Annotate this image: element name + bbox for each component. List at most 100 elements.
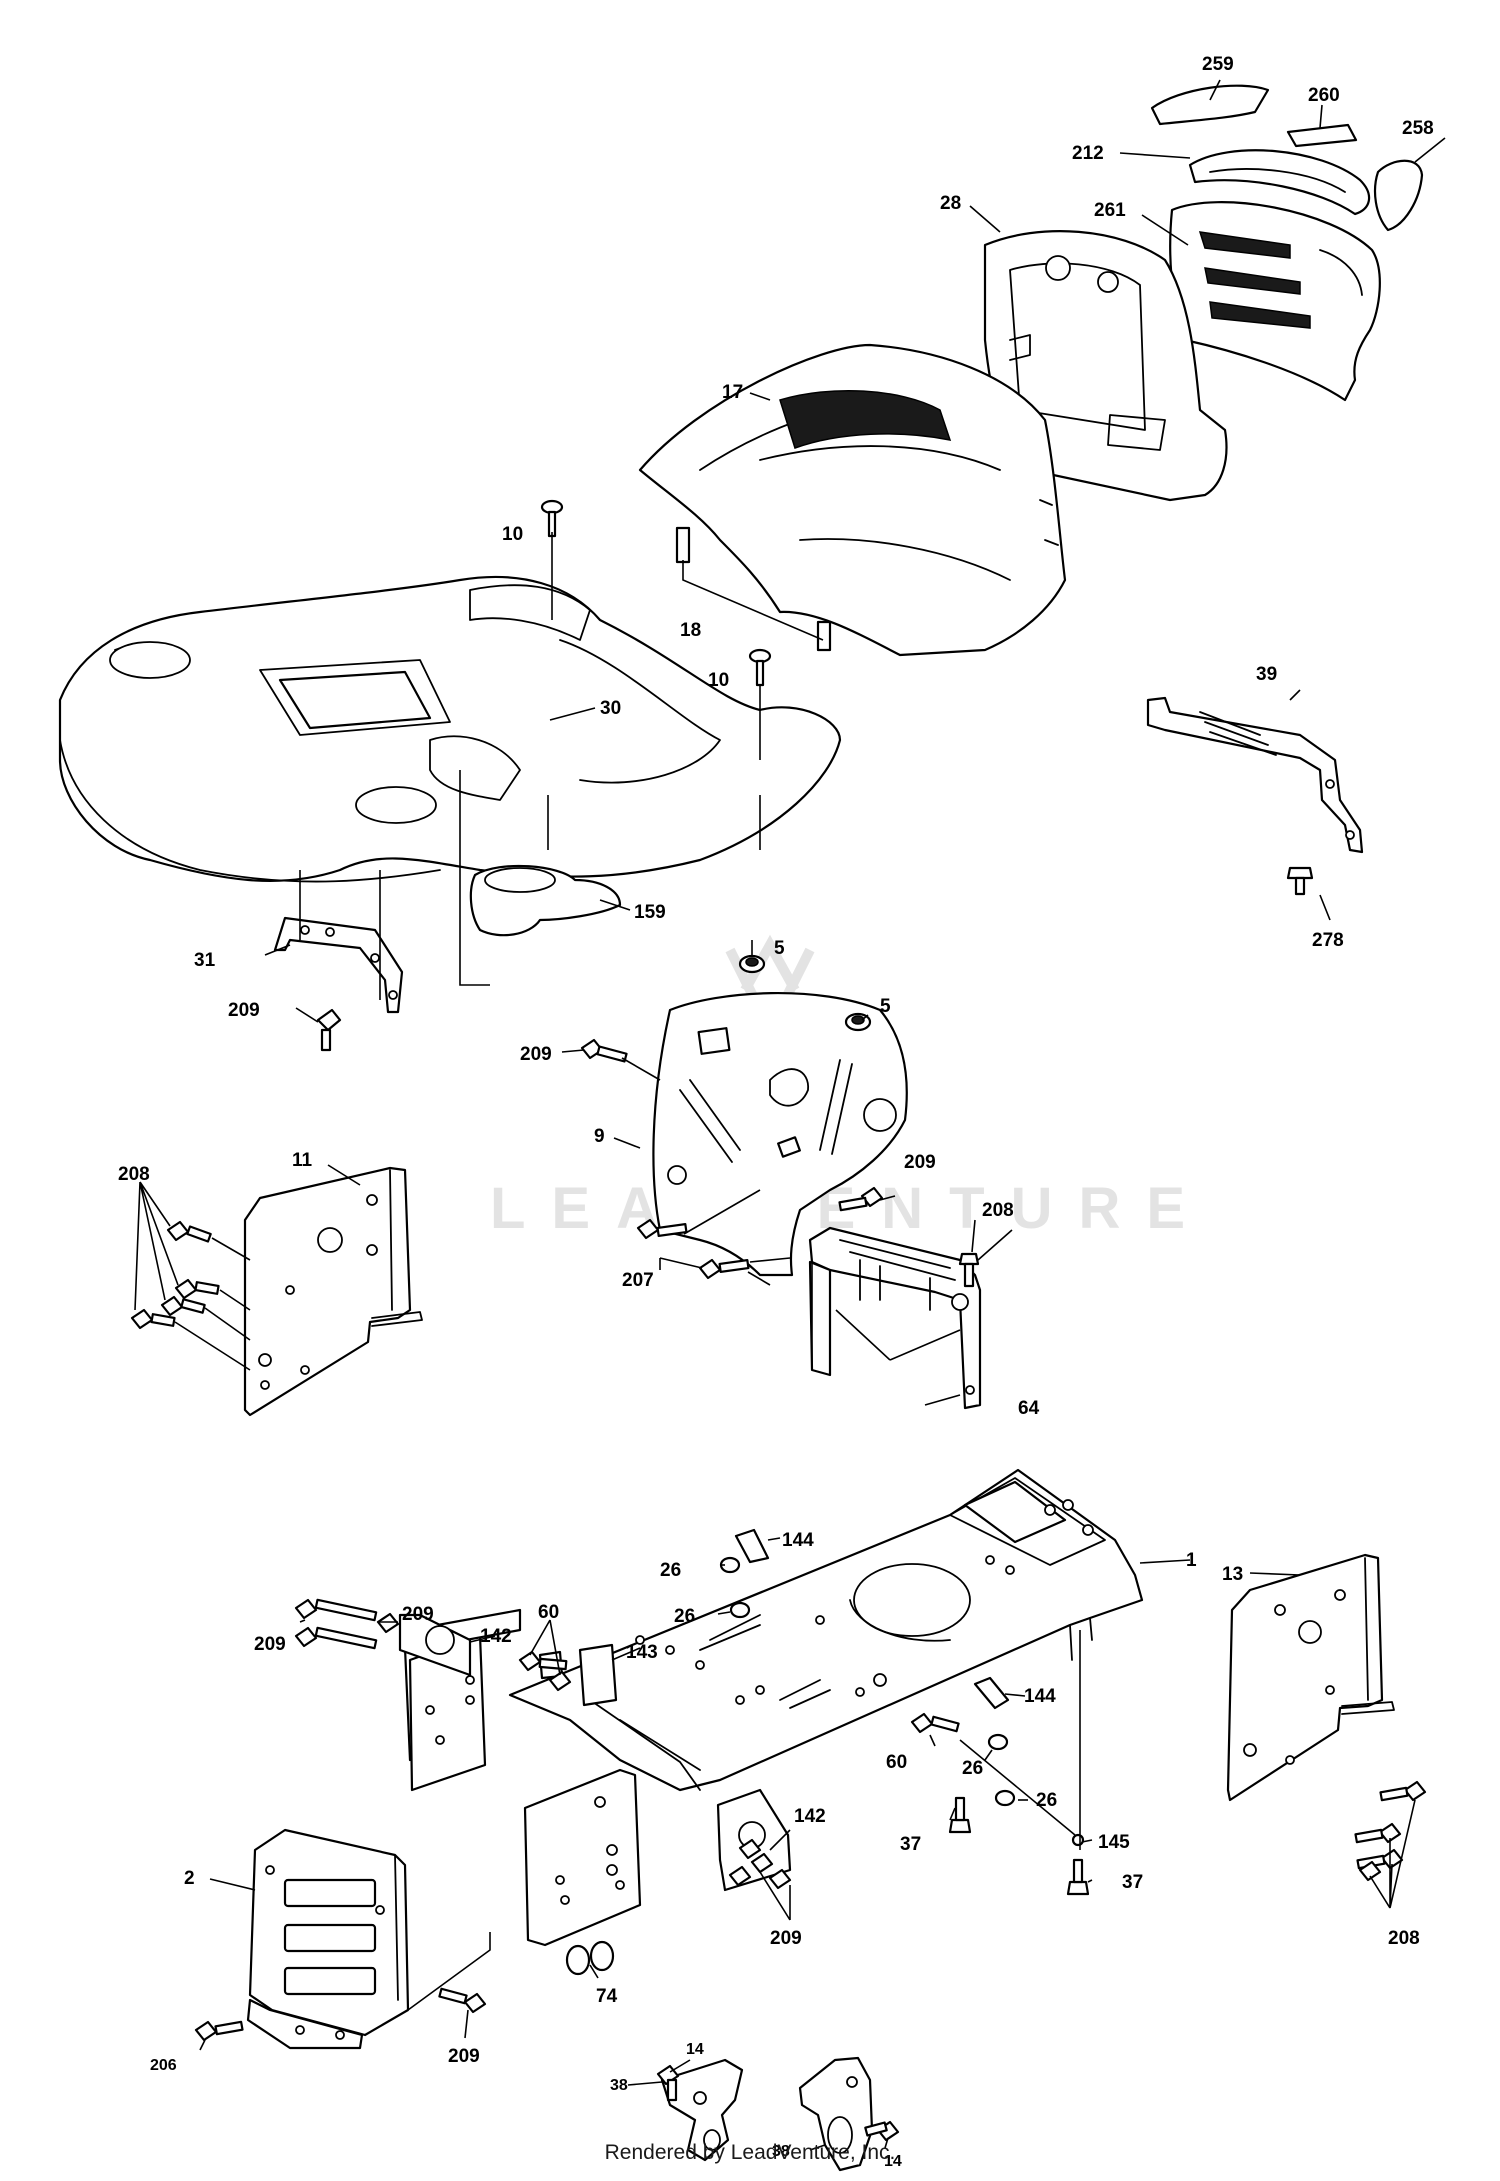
callout-159: 159	[634, 902, 666, 923]
bolt-10-left	[540, 499, 564, 538]
grille-insert-212	[1188, 149, 1371, 216]
plug-5-right	[844, 1012, 872, 1032]
bracket-64	[808, 1226, 982, 1410]
frame-1	[508, 1468, 1144, 1792]
bolt-60-right	[910, 1712, 960, 1734]
cup-holder-159	[469, 864, 622, 937]
callout-37-b: 37	[1122, 1872, 1143, 1893]
bolt-209-dash-right	[838, 1186, 884, 1212]
callout-142-a: 142	[480, 1626, 512, 1647]
bolt-209-fender	[316, 1008, 342, 1052]
callout-208-a: 208	[118, 1164, 150, 1185]
callout-9: 9	[594, 1126, 605, 1147]
callout-11: 11	[292, 1150, 313, 1171]
bolt-208-bracket	[958, 1252, 980, 1288]
leader-lines	[134, 79, 1446, 2151]
axle-bracket-38-right	[798, 2056, 874, 2172]
nut-26-d	[994, 1789, 1016, 1807]
callout-212: 212	[1072, 143, 1104, 164]
callout-208-c: 208	[1388, 1928, 1420, 1949]
callout-278: 278	[1312, 930, 1344, 951]
callout-13: 13	[1222, 1564, 1243, 1585]
callout-10-b: 10	[708, 670, 729, 691]
bracket-144-bottom	[973, 1676, 1010, 1710]
grille-top-cover-259	[1150, 84, 1270, 126]
fender-support-31	[273, 916, 404, 1014]
callout-labels: 259 260 212 258 28 261 17 10 18 10 30 39…	[118, 54, 1434, 2170]
bolt-37-b	[1066, 1858, 1090, 1896]
callout-60-b: 60	[886, 1752, 907, 1773]
bolt-37-a	[948, 1796, 972, 1834]
callout-209-d: 209	[402, 1604, 434, 1625]
grille-261	[1169, 201, 1381, 402]
callout-209-e: 209	[254, 1634, 286, 1655]
callout-17: 17	[722, 382, 743, 403]
callout-209-f: 209	[770, 1928, 802, 1949]
callout-14-b: 14	[884, 2153, 902, 2170]
callout-14-a: 14	[686, 2041, 704, 2058]
callout-5-b: 5	[880, 996, 891, 1017]
bracket-144-top	[734, 1528, 770, 1564]
front-bumper-2	[246, 1828, 410, 2050]
bolts-209-frame-right	[728, 1838, 792, 1890]
bracket-143	[578, 1643, 618, 1707]
rod-145	[959, 1739, 1085, 1847]
clip-278	[1286, 866, 1314, 896]
callout-26-b: 26	[674, 1606, 695, 1627]
bracket-39	[1146, 696, 1364, 854]
plate-142-top	[398, 1613, 472, 1677]
side-plate-11	[243, 1166, 423, 1417]
footer-credit: Rendered by LeadVenture, Inc.	[604, 2141, 896, 2164]
callout-144-b: 144	[1024, 1686, 1056, 1707]
callout-145: 145	[1098, 1832, 1130, 1853]
callout-209-a: 209	[228, 1000, 260, 1021]
fender-30	[58, 575, 842, 883]
callout-206: 206	[150, 2057, 177, 2074]
bolts-209-frame-left	[294, 1598, 400, 1650]
rear-bracket-assembly	[523, 1768, 642, 1947]
hood-17	[638, 343, 1067, 657]
bolts-208-left	[130, 1220, 220, 1330]
callout-258: 258	[1402, 118, 1434, 139]
emblem-258	[1373, 159, 1424, 232]
bolt-10-right	[748, 648, 772, 687]
nut-26-c	[987, 1733, 1009, 1751]
callout-26-a: 26	[660, 1560, 681, 1581]
lens-260	[1286, 123, 1358, 148]
callout-5-a: 5	[774, 938, 785, 959]
bolts-60-left	[518, 1650, 572, 1692]
callout-10-a: 10	[502, 524, 523, 545]
callout-142-b: 142	[794, 1806, 826, 1827]
callout-144-a: 144	[782, 1530, 814, 1551]
callout-38-b: 38	[772, 2143, 790, 2160]
callout-18: 18	[680, 620, 701, 641]
callout-259: 259	[1202, 54, 1234, 75]
bolt-209-dash	[580, 1038, 628, 1063]
callout-260: 260	[1308, 85, 1340, 106]
callout-64: 64	[1018, 1398, 1040, 1419]
callout-37-a: 37	[900, 1834, 921, 1855]
callout-143: 143	[626, 1642, 658, 1663]
nut-26-b	[729, 1601, 751, 1619]
axle-bracket-38-left	[660, 2058, 744, 2162]
callout-26-d: 26	[1036, 1790, 1057, 1811]
callout-60-a: 60	[538, 1602, 559, 1623]
callout-2: 2	[184, 1868, 195, 1889]
bolt-206	[194, 2020, 244, 2042]
callout-1: 1	[1186, 1550, 1197, 1571]
callout-39: 39	[1256, 664, 1277, 685]
callout-31: 31	[194, 950, 216, 971]
side-plate-13	[1226, 1553, 1395, 1802]
callout-209-c: 209	[904, 1152, 936, 1173]
bolt-14-right	[864, 2120, 900, 2142]
bolt-14-left	[656, 2064, 680, 2102]
dash-panel-9	[652, 991, 908, 1277]
callout-207: 207	[622, 1270, 654, 1291]
callout-74: 74	[596, 1986, 618, 2007]
bolt-209-bumper	[438, 1987, 487, 2014]
callout-26-c: 26	[962, 1758, 983, 1779]
callout-28: 28	[940, 193, 961, 214]
callout-30: 30	[600, 698, 621, 719]
spacers-74	[565, 1940, 615, 1976]
